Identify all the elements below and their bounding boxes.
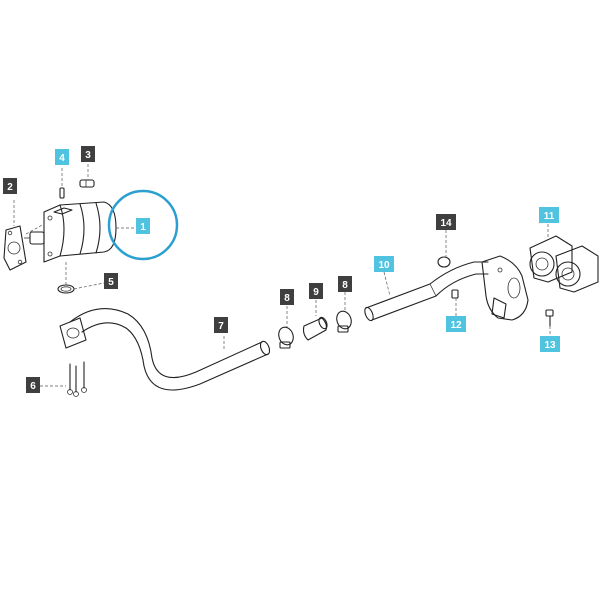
callout-label: 11 [544, 211, 555, 222]
callout-3[interactable]: 3 [81, 146, 95, 162]
callout-13[interactable]: 13 [540, 336, 560, 352]
callout-8-left[interactable]: 8 [280, 289, 294, 305]
callout-box [446, 316, 466, 332]
callout-label: 13 [544, 340, 556, 351]
callout-box [280, 289, 294, 305]
callout-10[interactable]: 10 [374, 256, 394, 272]
callout-box [55, 149, 69, 165]
callout-11[interactable]: 11 [539, 207, 559, 223]
callout-box [436, 214, 456, 230]
callout-5[interactable]: 5 [104, 273, 118, 289]
o-ring-5[interactable] [57, 284, 75, 294]
seal-ring-14[interactable] [437, 256, 451, 268]
callout-label: 8 [284, 293, 290, 304]
fitting-12[interactable] [451, 289, 459, 299]
callout-box [540, 336, 560, 352]
callout-box [214, 317, 228, 333]
callout-label: 1 [140, 222, 146, 233]
bolts-6[interactable] [67, 361, 87, 397]
return-pipe[interactable] [363, 261, 489, 322]
callout-label: 12 [450, 320, 462, 331]
callout-2[interactable]: 2 [3, 178, 17, 194]
callout-6[interactable]: 6 [26, 377, 40, 393]
callout-label: 10 [378, 260, 390, 271]
selection-circle [107, 189, 179, 261]
filter-cartridges[interactable] [529, 235, 599, 293]
hose-clamp-right[interactable] [334, 309, 353, 333]
callout-box [309, 283, 323, 299]
filter-head[interactable] [481, 255, 529, 321]
callout-label: 6 [30, 381, 36, 392]
callout-label: 9 [313, 287, 319, 298]
callout-label: 3 [85, 150, 91, 161]
hydraulic-pump[interactable] [24, 201, 117, 263]
callout-box [374, 256, 394, 272]
hose-clamp-left[interactable] [276, 325, 295, 349]
callout-12[interactable]: 12 [446, 316, 466, 332]
callout-box [81, 146, 95, 162]
callout-label: 5 [108, 277, 114, 288]
callout-box [104, 273, 118, 289]
callout-7[interactable]: 7 [214, 317, 228, 333]
callout-label: 4 [59, 153, 65, 164]
callout-1[interactable]: 1 [136, 218, 150, 234]
screw-13[interactable] [545, 309, 554, 327]
gasket-plate[interactable] [3, 225, 27, 271]
suction-pipe[interactable] [59, 308, 271, 391]
bolt-3[interactable] [79, 179, 95, 188]
callout-9[interactable]: 9 [309, 283, 323, 299]
callout-box [539, 207, 559, 223]
hose-sleeve[interactable] [302, 316, 329, 341]
callout-label: 14 [440, 218, 452, 229]
callout-box [136, 218, 150, 234]
leader-lines [13, 164, 551, 387]
callout-box [338, 276, 352, 292]
callout-4[interactable]: 4 [55, 149, 69, 165]
callout-14[interactable]: 14 [436, 214, 456, 230]
callout-8-right[interactable]: 8 [338, 276, 352, 292]
pin[interactable] [59, 187, 65, 199]
callout-label: 8 [342, 280, 348, 291]
callout-label: 2 [7, 182, 13, 193]
callout-box [26, 377, 40, 393]
callout-label: 7 [218, 321, 224, 332]
callout-box [3, 178, 17, 194]
